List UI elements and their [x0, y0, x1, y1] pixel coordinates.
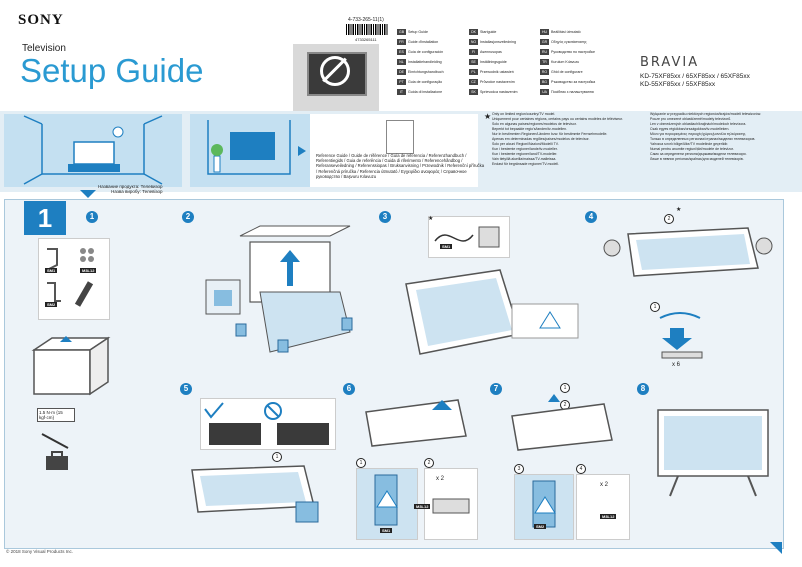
page-corner-icon	[770, 542, 782, 554]
part-number: 4-733-265-11(1)	[348, 17, 384, 23]
unbox-illustration	[205, 225, 353, 353]
arrow-down-icon	[80, 190, 96, 198]
sub-step-circle: 1	[650, 302, 660, 312]
quantity-x6: x 6	[672, 362, 681, 368]
step-2-badge: 2	[182, 211, 194, 223]
place-tv-illustration	[191, 465, 319, 523]
foot-attach-illustration	[659, 312, 703, 359]
barcode	[346, 24, 388, 35]
step-3-badge: 3	[379, 211, 391, 223]
step-4-badge: 4	[585, 211, 597, 223]
room-illustration-panel	[4, 114, 182, 187]
product-name-labels: Название продукта: Телевизор Назва вироб…	[98, 184, 163, 194]
step-6-badge: 6	[343, 383, 355, 395]
room-icon	[23, 115, 163, 185]
part-sm1-step3: SM1	[440, 244, 453, 249]
leg-warning-icon-2	[532, 480, 556, 528]
torque-note: 1.5 N·m {15 kgf·cm}	[37, 408, 75, 422]
correct-wrong-panel	[200, 398, 336, 450]
page-title: Setup Guide	[20, 52, 204, 89]
sub-step-circle: 2	[424, 458, 434, 468]
reference-guide-icon	[386, 120, 414, 154]
step-1-badge: 1	[86, 211, 98, 223]
model-list-1: KD-75XF85xx / 65XF85xx / 65XF85xx	[640, 73, 750, 80]
part-m3l12-step6: M3L12	[414, 504, 431, 509]
sub-step-circle: 4	[576, 464, 586, 474]
part-sm2-step7: SM2	[534, 524, 547, 529]
sub-step-circle: 1	[356, 458, 366, 468]
quantity-x2: x 2	[436, 476, 445, 482]
room-tv-panel	[190, 114, 310, 187]
step-8-badge: 8	[637, 383, 649, 395]
star-icon: ★	[428, 216, 434, 222]
stand-attach-illustration	[365, 399, 467, 447]
part-sm1: SM1	[45, 268, 58, 273]
subtitle: Television	[22, 43, 66, 54]
region-notes-left: Only on limited region/country/TV model.…	[492, 112, 623, 166]
sub-step-circle: 2	[664, 214, 674, 224]
accessory-panel	[38, 238, 110, 320]
star-icon: ★	[484, 112, 492, 121]
ok-ng-icons	[204, 402, 329, 445]
screwdriver-toolbox-icon	[41, 433, 69, 470]
sub-step-circle: 3	[514, 464, 524, 474]
reference-guide-text: Reference Guide / Guide de référence / G…	[316, 153, 485, 179]
lift-tv-illustration	[603, 227, 773, 277]
product-line: BRAVIA	[640, 55, 700, 70]
part-sm2: SM2	[45, 302, 58, 307]
screw-detail-panel-2	[576, 474, 630, 540]
leg-warning-icon	[374, 474, 398, 526]
cable-icon	[434, 226, 500, 248]
no-touch-icon	[320, 56, 350, 86]
second-stand-illustration	[511, 394, 613, 451]
step-5-badge: 5	[180, 383, 192, 395]
accessories-icon	[47, 248, 94, 307]
leg-detail-panel-2	[514, 474, 574, 540]
screw-icon	[432, 498, 470, 514]
region-notes-right: Wyłącznie w przypadku niektórych regionó…	[650, 112, 762, 161]
sub-step-circle: 1	[272, 452, 282, 462]
tv-standing-illustration	[657, 409, 769, 497]
hero-illustration	[293, 44, 379, 112]
screw-detail-panel	[424, 468, 478, 540]
tv-room-icon	[207, 120, 306, 175]
main-step-number: 1	[24, 201, 66, 235]
copyright: © 2018 Sony Visual Products Inc.	[6, 549, 74, 554]
part-sm1-step6: SM1	[380, 528, 393, 533]
model-list-2: KD-55XF85xx / 55XF85xx	[640, 81, 716, 88]
quantity-x2-b: x 2	[600, 482, 609, 488]
brand-logo: SONY	[18, 12, 64, 28]
part-m3l12: M3L12	[80, 268, 97, 273]
cables-panel	[428, 216, 510, 258]
sub-step-circle: 1	[560, 383, 570, 393]
step-7-badge: 7	[490, 383, 502, 395]
open-box-icon	[31, 336, 111, 396]
tv-in-box-illustration	[405, 269, 579, 355]
star-icon: ★	[676, 207, 682, 213]
barcode-number: 4733265111	[355, 37, 377, 42]
part-m3l12-step7: M3L12	[600, 514, 617, 519]
